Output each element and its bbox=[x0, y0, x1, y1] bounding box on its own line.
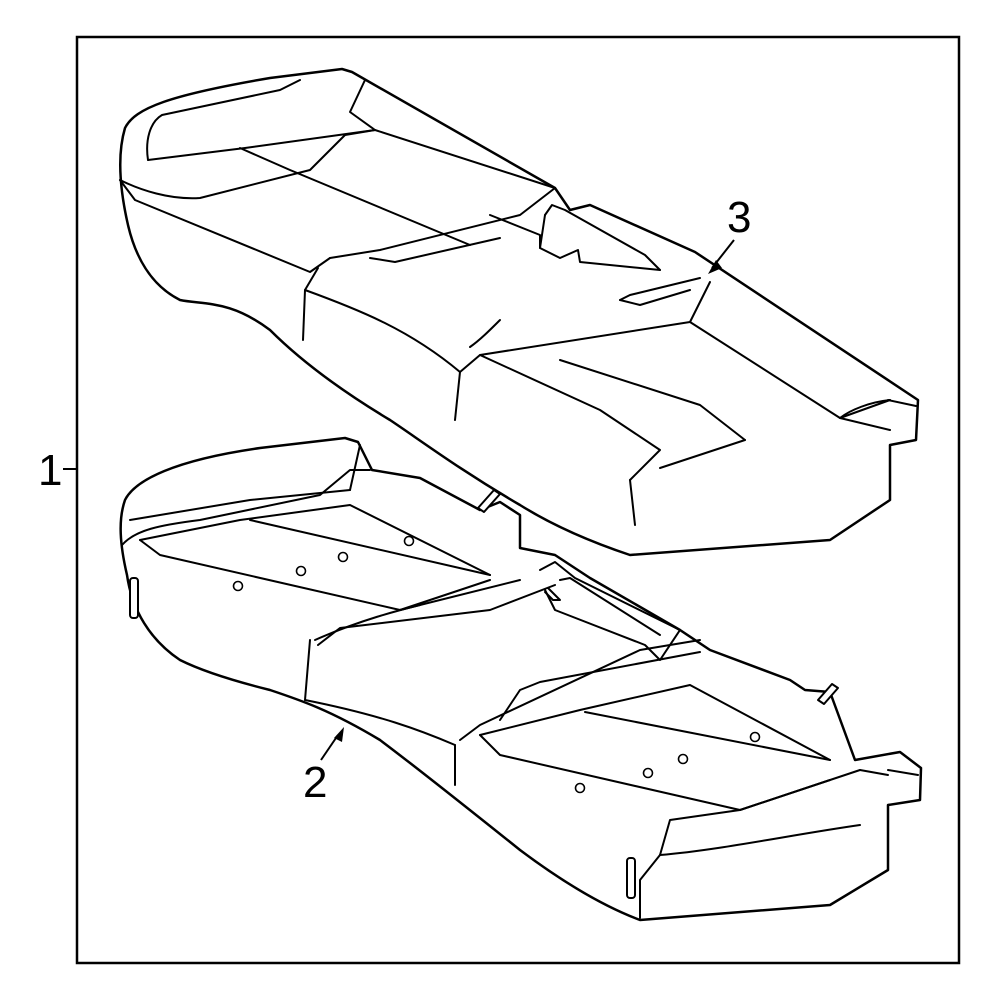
retainer-pin bbox=[477, 489, 501, 513]
seat-pad bbox=[119, 436, 923, 922]
side-slot bbox=[129, 577, 139, 619]
callout-arrowhead-3 bbox=[708, 260, 722, 274]
mounting-hole bbox=[642, 767, 654, 779]
mounting-hole bbox=[574, 782, 586, 794]
callout-label-1: 1 bbox=[38, 446, 62, 495]
diagram-frame bbox=[75, 35, 961, 965]
callout-arrowhead-2 bbox=[334, 727, 344, 742]
pad-mounting-holes bbox=[232, 535, 761, 794]
mounting-hole bbox=[232, 580, 244, 592]
mounting-hole bbox=[677, 753, 689, 765]
mounting-hole bbox=[295, 565, 307, 577]
retainer-pin bbox=[817, 683, 839, 705]
side-slots bbox=[129, 577, 636, 899]
retainer-pins bbox=[477, 489, 839, 705]
callout-leader-2 bbox=[320, 734, 339, 761]
callout-label-3: 3 bbox=[727, 193, 751, 242]
mounting-hole bbox=[403, 535, 415, 547]
side-slot bbox=[626, 857, 636, 899]
callout-label-2: 2 bbox=[303, 758, 327, 807]
seat-cover bbox=[119, 67, 920, 557]
mounting-hole bbox=[337, 551, 349, 563]
mounting-hole bbox=[749, 731, 761, 743]
